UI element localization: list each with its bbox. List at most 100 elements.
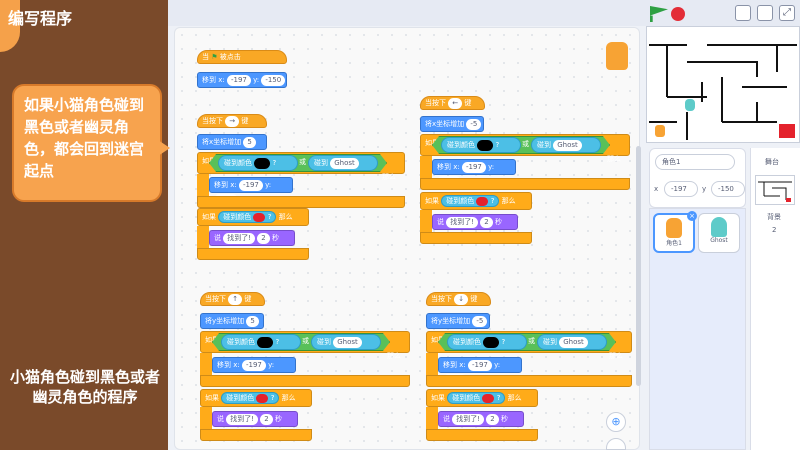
- sprite-tile-cat[interactable]: 角色1 ×: [653, 211, 697, 253]
- block-text: 那么: [507, 394, 522, 402]
- touching-ghost-block[interactable]: 碰到 Ghost: [308, 155, 378, 171]
- message-input[interactable]: 找到了!: [446, 216, 479, 228]
- ghost-dropdown[interactable]: Ghost: [559, 336, 588, 348]
- block-text: 秒: [271, 234, 279, 242]
- black-color-swatch[interactable]: [257, 336, 274, 348]
- if-block[interactable]: 如果 碰到颜色 ? 那么: [197, 208, 309, 226]
- touching-ghost-block[interactable]: 碰到 Ghost: [537, 334, 607, 350]
- when-key-up-block[interactable]: 当按下 ↑ 键: [200, 292, 265, 306]
- normal-stage-icon[interactable]: [757, 5, 773, 21]
- if-block[interactable]: 如果 碰到颜色 ? 那么: [420, 192, 532, 210]
- block-text: 碰到颜色: [452, 394, 481, 402]
- if-block[interactable]: 如果 碰到颜色 ? 那么: [200, 389, 312, 407]
- seconds-input[interactable]: 2: [486, 413, 499, 425]
- sprite-y-field[interactable]: -150: [711, 181, 745, 197]
- touch-color-block[interactable]: 碰到颜色 ?: [447, 334, 527, 350]
- value-input[interactable]: 5: [243, 136, 256, 148]
- red-color-swatch[interactable]: [482, 393, 495, 403]
- value-input[interactable]: 5: [246, 315, 259, 327]
- say-block[interactable]: 说 找到了! 2 秒: [438, 411, 524, 427]
- sprite-tile-ghost[interactable]: Ghost: [698, 213, 740, 253]
- zoom-in-icon[interactable]: ⊕: [606, 412, 626, 432]
- delete-sprite-icon[interactable]: ×: [687, 211, 697, 221]
- fullscreen-icon[interactable]: ⤢: [779, 5, 795, 21]
- y-input[interactable]: -150: [261, 74, 286, 86]
- key-dropdown[interactable]: ↓: [454, 293, 469, 305]
- x-input[interactable]: -197: [467, 359, 492, 371]
- sprite-name-field[interactable]: 角色1: [655, 154, 735, 170]
- message-input[interactable]: 找到了!: [223, 232, 256, 244]
- seconds-input[interactable]: 2: [260, 413, 273, 425]
- if-block[interactable]: 如果 碰到颜色 ? 那么: [426, 389, 538, 407]
- if-arm: [420, 210, 432, 232]
- touch-color-block[interactable]: 碰到颜色 ?: [221, 392, 280, 404]
- goto-block[interactable]: 移到 x: -197 y: -150: [209, 177, 293, 205]
- ghost-dropdown[interactable]: Ghost: [553, 139, 582, 151]
- small-stage-icon[interactable]: [735, 5, 751, 21]
- if-block-foot: [197, 196, 405, 208]
- change-y-block[interactable]: 将y坐标增加 5: [200, 313, 264, 329]
- seconds-input[interactable]: 2: [257, 232, 270, 244]
- x-label: x: [654, 185, 659, 193]
- say-block[interactable]: 说 找到了! 2 秒: [212, 411, 298, 427]
- touch-color-block[interactable]: 碰到颜色 ?: [441, 137, 521, 153]
- touch-color-block[interactable]: 碰到颜色 ?: [218, 211, 277, 223]
- ghost-dropdown[interactable]: Ghost: [333, 336, 362, 348]
- workspace-scrollbar[interactable]: [636, 146, 641, 386]
- x-input[interactable]: -197: [461, 161, 486, 173]
- sprite-x-field[interactable]: -197: [664, 181, 698, 197]
- block-text: 当按下: [431, 295, 452, 303]
- goto-block[interactable]: 移到 x: -197 y: -150: [197, 72, 287, 88]
- block-text: 碰到: [537, 141, 551, 149]
- goto-block[interactable]: 移到 x: -197 y: -150: [432, 159, 516, 187]
- touching-ghost-block[interactable]: 碰到 Ghost: [311, 334, 381, 350]
- black-color-swatch[interactable]: [254, 157, 271, 169]
- change-x-block[interactable]: 将x坐标增加 5: [197, 134, 267, 150]
- block-text: 秒: [274, 415, 282, 423]
- block-text: 说: [217, 415, 224, 423]
- say-block[interactable]: 说 找到了! 2 秒: [209, 230, 295, 246]
- seconds-input[interactable]: 2: [480, 216, 493, 228]
- touching-ghost-block[interactable]: 碰到 Ghost: [531, 137, 601, 153]
- block-text: ?: [272, 159, 277, 167]
- touch-color-block[interactable]: 碰到颜色 ?: [441, 195, 500, 207]
- when-flag-block[interactable]: 当 ⚑ 被点击: [197, 50, 287, 64]
- goto-block[interactable]: 移到 x: -197 y: -150: [212, 357, 296, 385]
- backdrop-label: 背景: [767, 213, 781, 221]
- block-text: 碰到颜色: [446, 197, 475, 205]
- if-arm: [200, 407, 212, 429]
- goal-red-square: [779, 124, 795, 138]
- backdrop-thumbnail[interactable]: [755, 175, 795, 205]
- when-key-right-block[interactable]: 当按下 → 键: [197, 114, 267, 128]
- callout-bubble: 如果小猫角色碰到黑色或者幽灵角色，都会回到迷宫起点: [12, 84, 162, 202]
- say-block[interactable]: 说 找到了! 2 秒: [432, 214, 518, 230]
- red-color-swatch[interactable]: [476, 196, 489, 206]
- value-input[interactable]: -5: [466, 118, 482, 130]
- goto-block[interactable]: 移到 x: -197 y: -150: [438, 357, 522, 385]
- x-input[interactable]: -197: [238, 179, 263, 191]
- x-input[interactable]: -197: [226, 74, 251, 86]
- touch-color-block[interactable]: 碰到颜色 ?: [447, 392, 506, 404]
- when-key-left-block[interactable]: 当按下 ← 键: [420, 96, 485, 110]
- key-dropdown[interactable]: →: [225, 115, 240, 127]
- change-y-block[interactable]: 将y坐标增加 -5: [426, 313, 490, 329]
- if-block-foot: [200, 375, 410, 387]
- value-input[interactable]: -5: [472, 315, 488, 327]
- key-dropdown[interactable]: ↑: [228, 293, 243, 305]
- touch-color-block[interactable]: 碰到颜色 ?: [221, 334, 301, 350]
- red-color-swatch[interactable]: [253, 212, 266, 222]
- message-input[interactable]: 找到了!: [226, 413, 259, 425]
- block-text: 将y坐标增加: [431, 317, 471, 325]
- stop-icon[interactable]: [671, 7, 685, 21]
- black-color-swatch[interactable]: [483, 336, 500, 348]
- when-key-down-block[interactable]: 当按下 ↓ 键: [426, 292, 491, 306]
- black-color-swatch[interactable]: [477, 139, 494, 151]
- x-input[interactable]: -197: [241, 359, 266, 371]
- red-color-swatch[interactable]: [256, 393, 269, 403]
- key-dropdown[interactable]: ←: [448, 97, 463, 109]
- ghost-dropdown[interactable]: Ghost: [330, 157, 359, 169]
- change-x-block[interactable]: 将x坐标增加 -5: [420, 116, 484, 132]
- touch-color-block[interactable]: 碰到颜色 ?: [218, 155, 298, 171]
- message-input[interactable]: 找到了!: [452, 413, 485, 425]
- stage-preview[interactable]: [646, 26, 800, 143]
